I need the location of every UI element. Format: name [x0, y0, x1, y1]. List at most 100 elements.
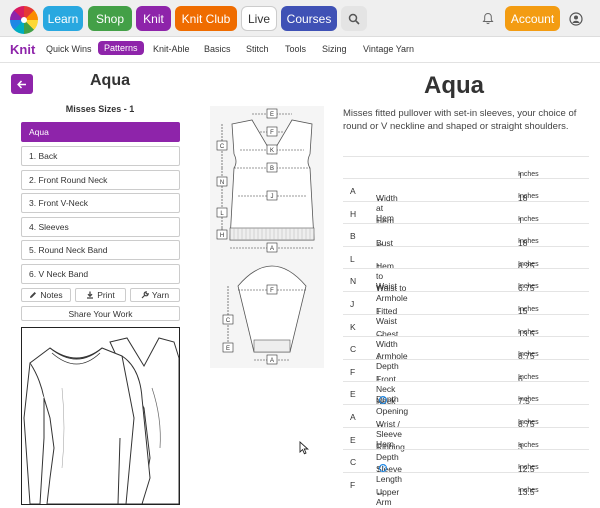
schematic-label: C: [226, 318, 231, 324]
nav-courses[interactable]: Courses: [281, 6, 337, 31]
measurement-name: Waist to Armhole: [376, 283, 408, 304]
measurement-value: 8.75: [518, 419, 535, 429]
measurement-unit: Inches: [518, 306, 539, 313]
back-button[interactable]: [11, 74, 33, 94]
table-row: E↔ Neck Opening?7.5 Inches: [343, 381, 589, 416]
direction-icon: ↕: [376, 373, 381, 384]
search-button[interactable]: [341, 6, 367, 31]
account-button[interactable]: Account: [505, 6, 560, 31]
mouse-cursor-icon: [299, 441, 309, 455]
schematic-label: F: [270, 288, 274, 294]
print-button[interactable]: Print: [75, 288, 126, 302]
piece-sleeves[interactable]: 4. Sleeves: [21, 217, 180, 237]
subnav-basics[interactable]: Basics: [204, 44, 231, 54]
measurement-value: 1: [518, 215, 523, 226]
subnav-vintage-yarn[interactable]: Vintage Yarn: [363, 44, 415, 54]
direction-icon: ↕: [376, 441, 381, 452]
measurement-code: F: [350, 479, 356, 490]
subnav-brand[interactable]: Knit: [10, 42, 36, 57]
subnav-quick-wins[interactable]: Quick Wins: [46, 44, 92, 54]
measurement-name: Hem to Waist: [376, 260, 397, 291]
info-icon[interactable]: ?: [379, 464, 387, 473]
measurement-unit: Inches: [518, 441, 539, 449]
measurement-name: Ribbing Depth: [376, 441, 405, 462]
schematic-label: N: [220, 180, 224, 186]
subnav-stitch[interactable]: Stitch: [246, 44, 269, 54]
measurement-value: 13.5: [518, 328, 535, 339]
info-icon[interactable]: ?: [379, 396, 387, 405]
piece-front-round-neck[interactable]: 2. Front Round Neck: [21, 170, 180, 190]
piece-overview[interactable]: Aqua: [21, 122, 180, 142]
piece-round-neck-band[interactable]: 5. Round Neck Band: [21, 240, 180, 260]
measurement-unit: Inches: [518, 396, 539, 404]
measurement-code: A: [350, 412, 356, 422]
measurement-code: B: [350, 231, 356, 242]
measurement-code: A: [350, 186, 356, 196]
header-unit: Inches: [518, 171, 539, 178]
share-work-button[interactable]: Share Your Work: [21, 306, 180, 321]
measurement-value: 18: [518, 193, 528, 203]
schematic-diagram: E F K B N J L H C A F C E: [210, 106, 324, 368]
top-bar: Learn Shop Knit Knit Club Live Courses A…: [0, 0, 600, 37]
measurement-name: Front Neck Depth: [376, 373, 399, 404]
measurement-unit: Inches: [518, 464, 539, 472]
wrench-icon: [141, 291, 149, 299]
measurement-name: Wrist / Sleeve Hem: [376, 419, 402, 449]
measurement-unit: Inches: [518, 486, 539, 494]
measurement-name: Bust: [376, 238, 394, 249]
yarn-button[interactable]: Yarn: [130, 288, 180, 302]
user-menu-button[interactable]: [566, 6, 586, 31]
table-row: C↕ Sleeve Length?12.5 Inches: [343, 449, 589, 484]
download-icon: [87, 291, 94, 299]
direction-icon: ↕: [376, 351, 381, 362]
piece-v-neck-band[interactable]: 6. V Neck Band: [21, 264, 180, 284]
pattern-description: Misses fitted pullover with set-in sleev…: [343, 108, 577, 132]
direction-icon: ↕: [376, 306, 381, 316]
header-value: 1: [518, 171, 523, 181]
measurement-value: 7.5: [518, 396, 530, 407]
notifications-button[interactable]: [478, 6, 498, 31]
measurement-code: C: [350, 457, 357, 468]
schematic-label: C: [220, 144, 225, 150]
direction-icon: ↔: [376, 238, 385, 249]
measurement-value: 15: [518, 306, 528, 316]
pencil-icon: [30, 292, 37, 298]
schematic-label: A: [270, 358, 274, 364]
measurement-unit: Inches: [518, 419, 539, 426]
measurement-value: 8.75: [518, 351, 535, 362]
measurement-name: Upper Arm: [376, 486, 400, 507]
measurement-name: Fitted Waist: [376, 306, 398, 326]
direction-icon: ↕: [376, 215, 381, 226]
nav-live[interactable]: Live: [241, 6, 277, 31]
piece-front-v-neck[interactable]: 3. Front V-Neck: [21, 193, 180, 213]
piece-back[interactable]: 1. Back: [21, 146, 180, 166]
measurement-code: C: [350, 344, 357, 355]
pattern-title-left: Aqua: [90, 72, 130, 89]
subnav-sizing[interactable]: Sizing: [322, 44, 347, 54]
schematic-label: H: [220, 233, 224, 239]
nav-knit[interactable]: Knit: [136, 6, 171, 31]
subnav-knit-able[interactable]: Knit-Able: [153, 44, 190, 54]
notes-button[interactable]: Notes: [21, 288, 71, 302]
measurement-name: Width at Hem: [376, 193, 398, 223]
search-icon: [348, 13, 360, 25]
measurement-code: F: [350, 366, 356, 377]
nav-shop[interactable]: Shop: [88, 6, 132, 31]
garment-sketch: [21, 327, 180, 505]
measurement-code: L: [350, 253, 355, 264]
measurement-value: 8.25: [518, 260, 535, 271]
site-logo[interactable]: [10, 6, 38, 34]
nav-knit-club[interactable]: Knit Club: [175, 6, 237, 31]
measurement-value: 6: [518, 373, 523, 384]
subnav-tools[interactable]: Tools: [285, 44, 307, 54]
subnav-patterns[interactable]: Patterns: [98, 41, 144, 55]
schematic-label: F: [270, 130, 274, 136]
yarn-label: Yarn: [151, 290, 170, 300]
nav-learn[interactable]: Learn: [43, 6, 83, 31]
measurement-name: Hem: [376, 215, 394, 226]
